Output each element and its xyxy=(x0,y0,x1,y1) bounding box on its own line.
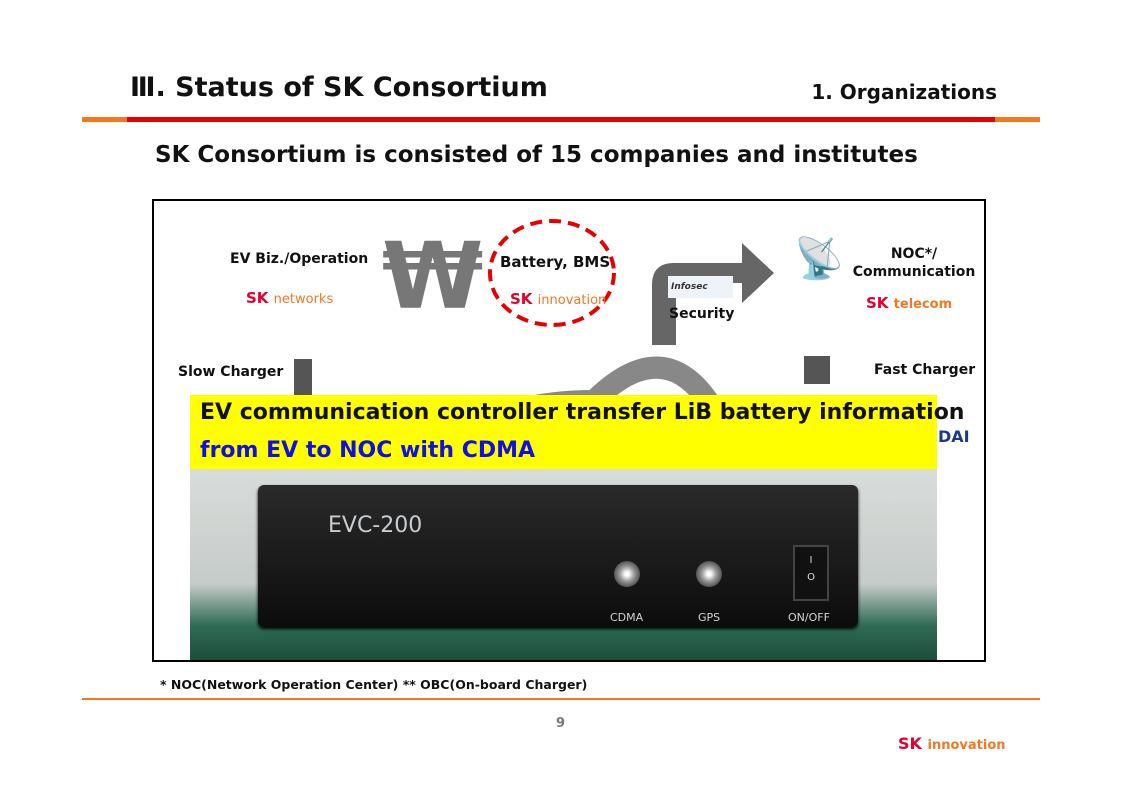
satellite-dish-icon: 📡 xyxy=(794,236,844,282)
won-icon: ₩ xyxy=(382,223,484,330)
evc-200-device: EVC-200 CDMA GPS I O ON/OFF xyxy=(258,485,858,627)
evc-200-photo: EVC-200 CDMA GPS I O ON/OFF xyxy=(190,469,937,660)
header-bar-right xyxy=(995,117,1040,122)
slow-charger-label: Slow Charger xyxy=(178,364,284,380)
callout-box: EV communication controller transfer LiB… xyxy=(190,395,964,469)
footer-divider xyxy=(82,698,1040,700)
cdma-label: CDMA xyxy=(610,611,644,624)
on-off-label: ON/OFF xyxy=(788,611,830,624)
callout-line-1: EV communication controller transfer LiB… xyxy=(200,400,965,425)
fast-charger-label: Fast Charger xyxy=(874,362,976,378)
header-bar xyxy=(127,117,995,122)
battery-label: Battery, BMS xyxy=(500,253,611,271)
gps-label: GPS xyxy=(698,611,721,624)
noc-label: NOC*/ Communication xyxy=(852,246,976,280)
infosec-logo: Infosec xyxy=(668,276,733,298)
slide-title: Ⅲ. Status of SK Consortium xyxy=(130,72,548,103)
sk-networks-logo: SK networks xyxy=(246,289,334,307)
callout-line-2: from EV to NOC with CDMA xyxy=(200,438,536,463)
sk-telecom-logo: SK telecom xyxy=(866,294,953,312)
page-number: 9 xyxy=(556,716,566,731)
header-bar-left xyxy=(82,117,127,122)
partner-logo: DAI xyxy=(938,427,970,446)
sk-innovation-footer-logo: SK innovation xyxy=(898,734,1006,753)
slow-charger-icon xyxy=(294,359,312,399)
section-label: 1. Organizations xyxy=(811,80,997,104)
battery-highlight-circle xyxy=(488,219,616,327)
security-label: Security xyxy=(669,306,735,322)
sk-innovation-logo: SK innovation xyxy=(510,290,607,308)
device-model: EVC-200 xyxy=(328,513,423,538)
fast-charger-icon xyxy=(804,356,830,384)
ev-biz-label: EV Biz./Operation xyxy=(230,251,369,267)
footnote: * NOC(Network Operation Center) ** OBC(O… xyxy=(160,677,588,692)
gps-led-icon xyxy=(696,561,722,587)
arrow-icon xyxy=(652,243,774,345)
slide-subtitle: SK Consortium is consisted of 15 compani… xyxy=(155,142,918,168)
cdma-led-icon xyxy=(614,561,640,587)
power-switch[interactable]: I O xyxy=(793,545,829,601)
